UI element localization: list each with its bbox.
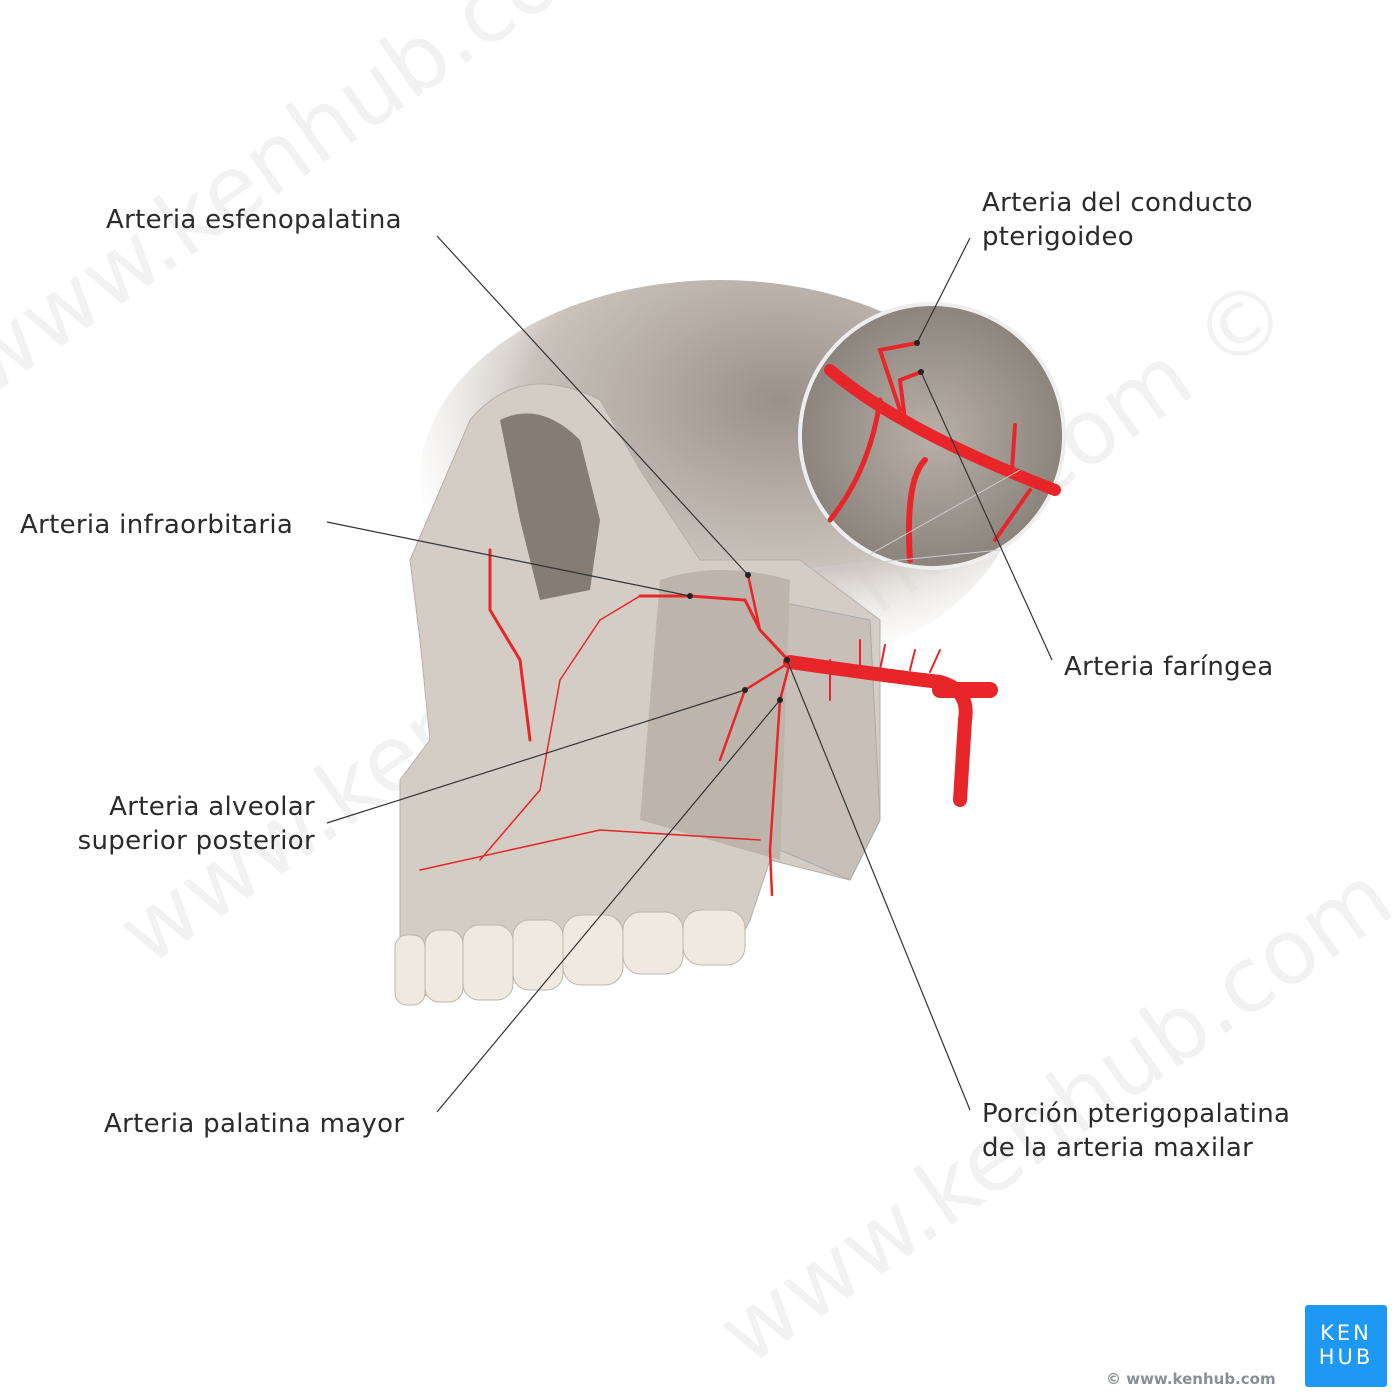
label-arteria-palatina-mayor: Arteria palatina mayor [104,1109,405,1139]
label-arteria-infraorbitaria: Arteria infraorbitaria [20,510,294,540]
label-line: de la arteria maxilar [982,1133,1254,1163]
label-line: pterigoideo [982,222,1134,252]
inset-arteries [824,341,1061,563]
label-arteria-alveolar-superior-posterior: Arteria alveolar superior posterior [78,790,315,858]
label-line: Arteria del conducto [982,188,1253,218]
leader-lines [326,235,1053,1113]
label-arteria-esfenopalatina: Arteria esfenopalatina [106,205,402,235]
teeth [394,909,746,1006]
logo-text: KEN [1320,1321,1372,1345]
label-arteria-conducto-pterigoideo: Arteria del conducto pterigoideo [982,186,1253,254]
label-line: Arteria alveolar [109,792,315,822]
label-line: Porción pterigopalatina [982,1099,1291,1129]
label-line: superior posterior [77,826,315,856]
arteries [419,548,998,897]
maxillary-sinus-region [640,570,790,860]
label-arteria-faringea: Arteria faríngea [1064,652,1274,682]
kenhub-logo[interactable]: KEN HUB [1305,1305,1387,1387]
orbit [500,413,600,600]
logo-text: HUB [1318,1345,1374,1369]
leader-dots [687,340,924,703]
copyright-text: © www.kenhub.com [1106,1370,1276,1388]
label-porcion-pterigopalatina: Porción pterigopalatina de la arteria ma… [982,1097,1290,1165]
